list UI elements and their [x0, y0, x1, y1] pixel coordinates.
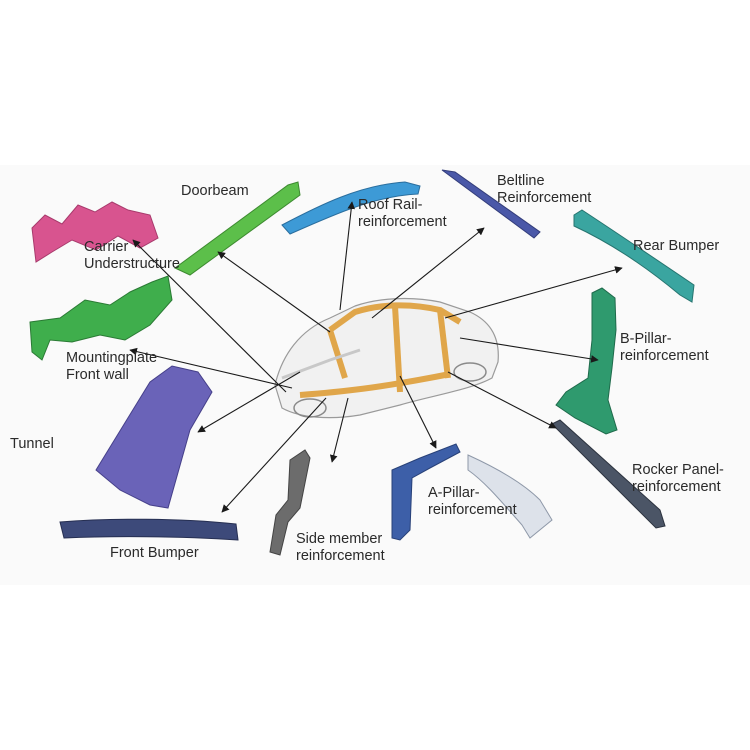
- label-roof-rail-line-1: Roof Rail-: [358, 197, 423, 213]
- mountingplate-front-wall-part: [29, 275, 173, 361]
- label-tunnel-line-1: Tunnel: [10, 436, 54, 452]
- b-pillar-part: [555, 287, 618, 435]
- label-side-member-line-1: Side member: [296, 531, 383, 547]
- arrow-side-member: [329, 397, 349, 463]
- label-tunnel: Tunnel: [10, 436, 54, 453]
- label-mountingplate-line-1: Mountingplate: [66, 350, 158, 366]
- label-b-pillar: B-Pillar- reinforcement: [620, 331, 709, 365]
- label-rear-bumper: Rear Bumper: [633, 238, 719, 255]
- car-a-pillar-frame: [327, 329, 348, 379]
- side-member-part: [269, 449, 311, 556]
- label-rear-bumper-line-1: Rear Bumper: [633, 238, 720, 254]
- arrow-a-pillar: [399, 375, 437, 449]
- arrow-roof-rail: [339, 201, 356, 311]
- label-front-bumper-line-1: Front Bumper: [110, 545, 199, 561]
- car-b-pillar-frame: [392, 305, 403, 393]
- car-front-wheel: [293, 398, 327, 418]
- front-bumper-part: [59, 518, 239, 541]
- a-pillar-inner-part: [467, 454, 553, 539]
- arrow-rocker-panel: [447, 371, 557, 429]
- label-beltline: Beltline Reinforcement: [497, 173, 591, 207]
- arrow-front-bumper: [221, 397, 327, 513]
- car-rear-wheel: [453, 362, 487, 382]
- car-rocker-frame: [299, 371, 451, 398]
- tunnel-part: [95, 365, 213, 509]
- label-rocker-panel-line-2: reinforcement: [632, 479, 721, 495]
- label-mountingplate: Mountingplate Front wall: [66, 350, 157, 384]
- label-front-bumper: Front Bumper: [110, 545, 199, 562]
- rear-bumper-part: [573, 209, 695, 303]
- beltline-part: [441, 169, 541, 239]
- car-front-frame: [281, 348, 361, 380]
- label-roof-rail: Roof Rail- reinforcement: [358, 197, 447, 231]
- arrow-rear-bumper: [444, 266, 623, 319]
- car-body-frame: [274, 297, 499, 419]
- arrow-tunnel: [197, 371, 301, 433]
- label-carrier: Carrier Understructure: [84, 239, 180, 273]
- label-beltline-line-1: Beltline: [497, 173, 545, 189]
- label-side-member: Side member reinforcement: [296, 531, 385, 565]
- label-mountingplate-line-2: Front wall: [66, 367, 129, 383]
- label-b-pillar-line-1: B-Pillar-: [620, 331, 672, 347]
- label-a-pillar-line-2: reinforcement: [428, 502, 517, 518]
- label-a-pillar: A-Pillar- reinforcement: [428, 485, 517, 519]
- label-side-member-line-2: reinforcement: [296, 548, 385, 564]
- arrow-b-pillar: [459, 337, 599, 363]
- label-carrier-line-1: Carrier: [84, 239, 129, 255]
- rocker-panel-part: [551, 419, 666, 529]
- arrow-mountingplate: [129, 347, 293, 389]
- doorbeam-part: [174, 181, 301, 276]
- a-pillar-part: [391, 443, 461, 541]
- carrier-understructure-part: [31, 201, 159, 263]
- label-rocker-panel: Rocker Panel- reinforcement: [632, 462, 724, 496]
- label-roof-rail-line-2: reinforcement: [358, 214, 447, 230]
- label-doorbeam: Doorbeam: [181, 183, 249, 200]
- label-doorbeam-line-1: Doorbeam: [181, 183, 249, 199]
- label-beltline-line-2: Reinforcement: [497, 190, 592, 206]
- arrow-doorbeam: [217, 251, 331, 333]
- arrow-beltline: [371, 227, 485, 319]
- label-a-pillar-line-1: A-Pillar-: [428, 485, 480, 501]
- car-roof-frame: [328, 302, 462, 333]
- label-b-pillar-line-2: reinforcement: [620, 348, 709, 364]
- arrow-lines: [129, 201, 623, 513]
- label-rocker-panel-line-1: Rocker Panel-: [632, 462, 724, 478]
- arrow-carrier: [132, 239, 287, 393]
- car-c-pillar-frame: [437, 309, 451, 379]
- label-carrier-line-2: Understructure: [84, 256, 180, 272]
